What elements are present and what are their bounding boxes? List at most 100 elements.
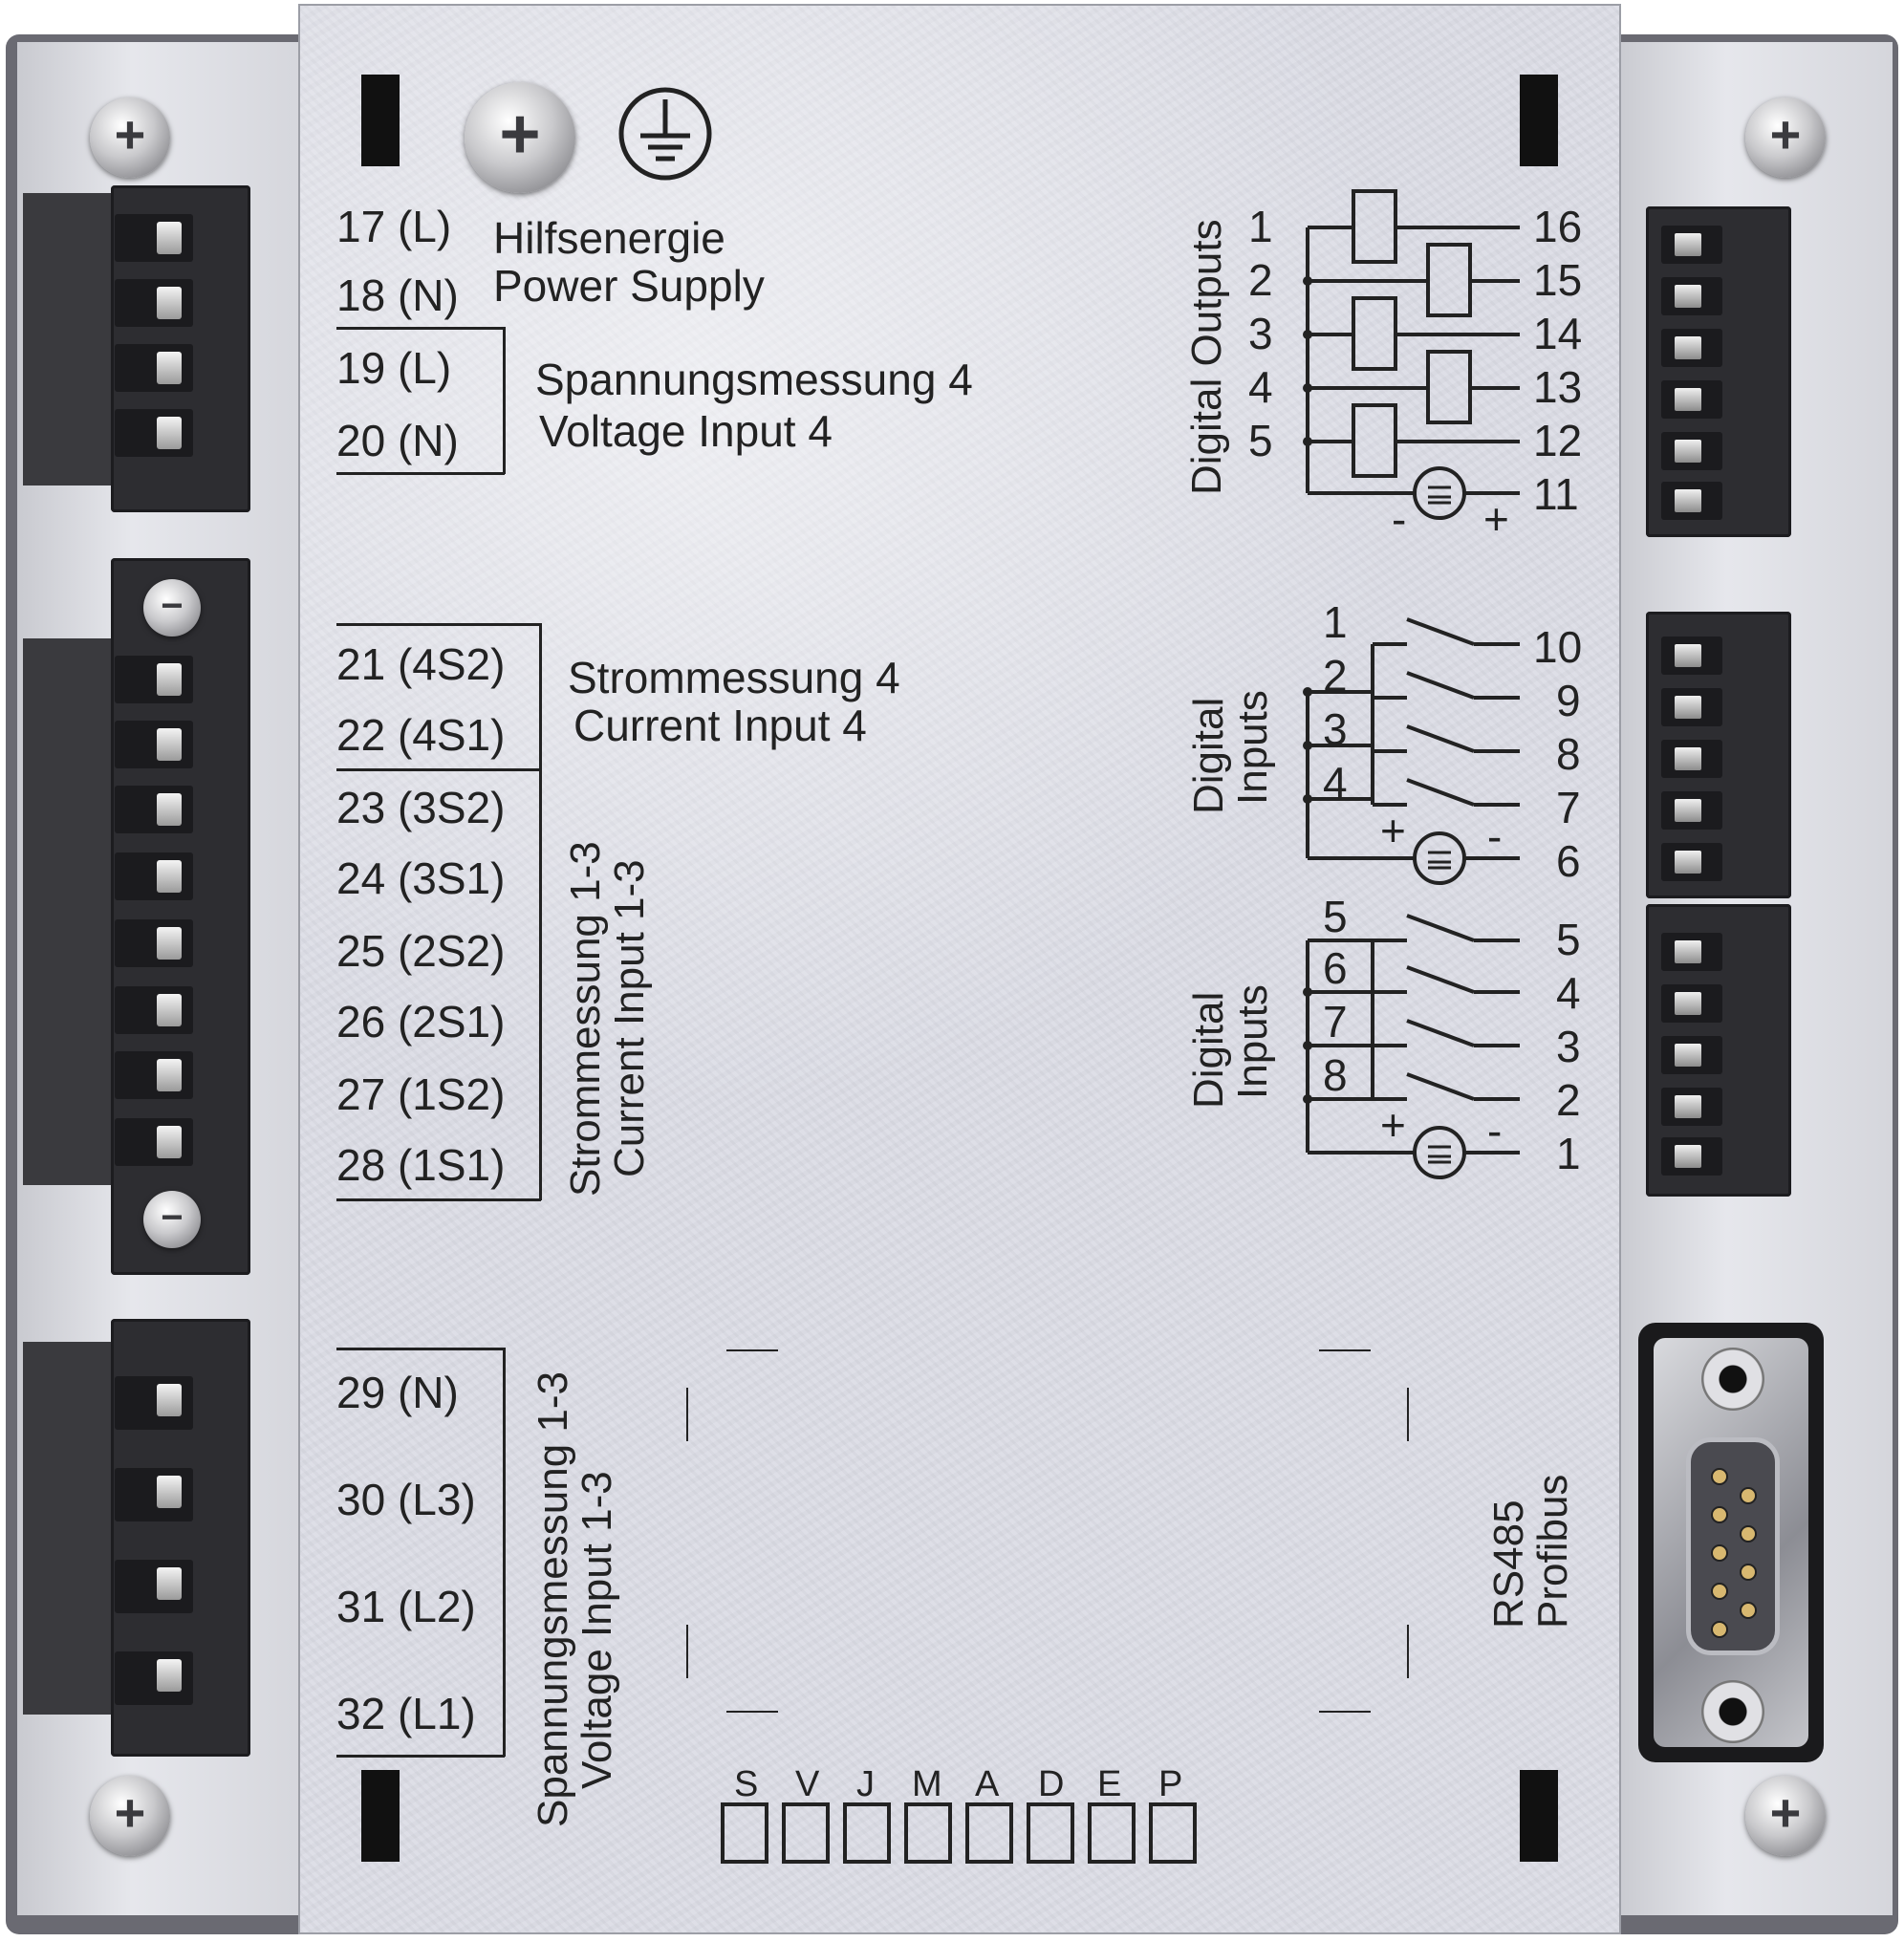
terminal-slot[interactable] [1661,740,1722,778]
terminal-slot[interactable] [1661,637,1722,675]
terminal-slot[interactable] [115,1376,193,1430]
outline-mark [726,1711,778,1713]
mounting-slot [1520,75,1558,166]
option-code-box [843,1802,891,1864]
digital-inputs-title: Digital Inputs [1185,690,1276,814]
output-channel-label: 4 [1248,362,1273,412]
input-pin-label: 2 [1556,1075,1581,1125]
option-code-label: A [975,1764,1000,1804]
connector-housing [23,1342,128,1715]
bracket-line [336,623,541,626]
hex-standoff-icon [1701,1348,1764,1411]
terminal-slot[interactable] [115,1560,193,1613]
slotted-screw-icon: − [143,579,201,637]
terminal-slot[interactable] [115,721,193,768]
terminal-slot[interactable] [115,279,193,327]
bracket-line [336,1198,541,1201]
input-pin-label: 3 [1556,1022,1581,1071]
terminal-slot[interactable] [115,409,193,457]
input-channel-label: 5 [1323,892,1348,941]
terminal-slot[interactable] [115,1468,193,1521]
terminal-label: 29 (N) [336,1368,459,1417]
option-code-box [1027,1802,1074,1864]
input-pin-label: 7 [1556,783,1581,832]
mounting-slot [1520,1770,1558,1862]
terminal-slot[interactable] [1661,791,1722,830]
terminal-slot[interactable] [1661,1088,1722,1126]
option-code-label: V [795,1764,820,1804]
connector-housing [23,638,128,1185]
option-code-label: S [734,1764,759,1804]
terminal-slot[interactable] [1661,1036,1722,1074]
option-code-box [782,1802,830,1864]
terminal-slot[interactable] [1661,277,1722,315]
current13-label-de: Strommessung 1-3 [562,841,609,1197]
voltage13-label-en: Voltage Input 1-3 [573,1471,621,1789]
plus-sign: + [1483,494,1509,544]
terminal-label: 26 (2S1) [336,997,506,1047]
output-pin-label: 14 [1533,309,1583,358]
digital-outputs-schematic [1303,189,1520,520]
input-channel-label: 4 [1323,758,1348,808]
option-code-box [904,1802,952,1864]
terminal-slot[interactable] [1661,843,1722,881]
digital-inputs-title: Digital Inputs [1185,984,1276,1109]
terminal-slot[interactable] [1661,933,1722,971]
rear-plate [298,4,1621,1934]
terminal-label: 17 (L) [336,202,452,251]
terminal-slot[interactable] [1661,688,1722,726]
terminal-slot[interactable] [115,1651,193,1705]
terminal-slot[interactable] [1661,984,1722,1023]
input-pin-label: 1 [1556,1129,1581,1178]
input-pin-label: 10 [1533,622,1583,672]
outline-mark [1319,1711,1371,1713]
option-code-box [1088,1802,1136,1864]
bracket-line [336,472,505,475]
comm-label-profibus: Profibus [1529,1474,1577,1629]
terminal-label: 28 (1S1) [336,1140,506,1190]
power-supply-label-de: Hilfsenergie [493,213,725,263]
terminal-label: 31 (L2) [336,1582,476,1631]
terminal-slot[interactable] [1661,432,1722,470]
terminal-slot[interactable] [115,986,193,1034]
output-pin-label: 13 [1533,362,1583,412]
terminal-slot[interactable] [115,656,193,703]
bracket-line [336,1348,505,1350]
db9-socket[interactable] [1686,1437,1780,1655]
input-channel-label: 1 [1323,597,1348,647]
output-channel-label: 3 [1248,309,1273,358]
terminal-label: 19 (L) [336,343,452,393]
outline-mark [1407,1625,1409,1678]
terminal-slot[interactable] [1661,380,1722,419]
terminal-label: 24 (3S1) [336,853,506,903]
terminal-slot[interactable] [115,344,193,392]
terminal-slot[interactable] [1661,482,1722,520]
current4-label-en: Current Input 4 [573,701,867,750]
input-channel-label: 2 [1323,651,1348,701]
output-pin-label: 12 [1533,416,1583,465]
current4-label-de: Strommessung 4 [568,653,900,702]
plus-sign: + [1380,1100,1406,1150]
terminal-slot[interactable] [1661,329,1722,367]
option-code-box [1149,1802,1197,1864]
terminal-slot[interactable] [115,919,193,967]
terminal-slot[interactable] [115,852,193,900]
output-pin-label: 16 [1533,202,1583,251]
terminal-slot[interactable] [115,786,193,833]
output-pin-label: 11 [1533,469,1579,519]
current13-label-en: Current Input 1-3 [606,859,654,1177]
option-code-label: D [1038,1764,1065,1804]
phillips-screw-icon: + [1745,1776,1826,1856]
terminal-label: 21 (4S2) [336,639,506,689]
minus-sign: - [1487,811,1503,861]
terminal-slot[interactable] [1661,1137,1722,1176]
terminal-slot[interactable] [115,1118,193,1166]
terminal-slot[interactable] [115,214,193,262]
terminal-slot[interactable] [1661,226,1722,264]
plus-sign: + [1380,806,1406,855]
input-pin-label: 5 [1556,915,1581,964]
terminal-slot[interactable] [115,1051,193,1099]
input-channel-label: 8 [1323,1050,1348,1100]
option-code-label: M [912,1764,942,1804]
